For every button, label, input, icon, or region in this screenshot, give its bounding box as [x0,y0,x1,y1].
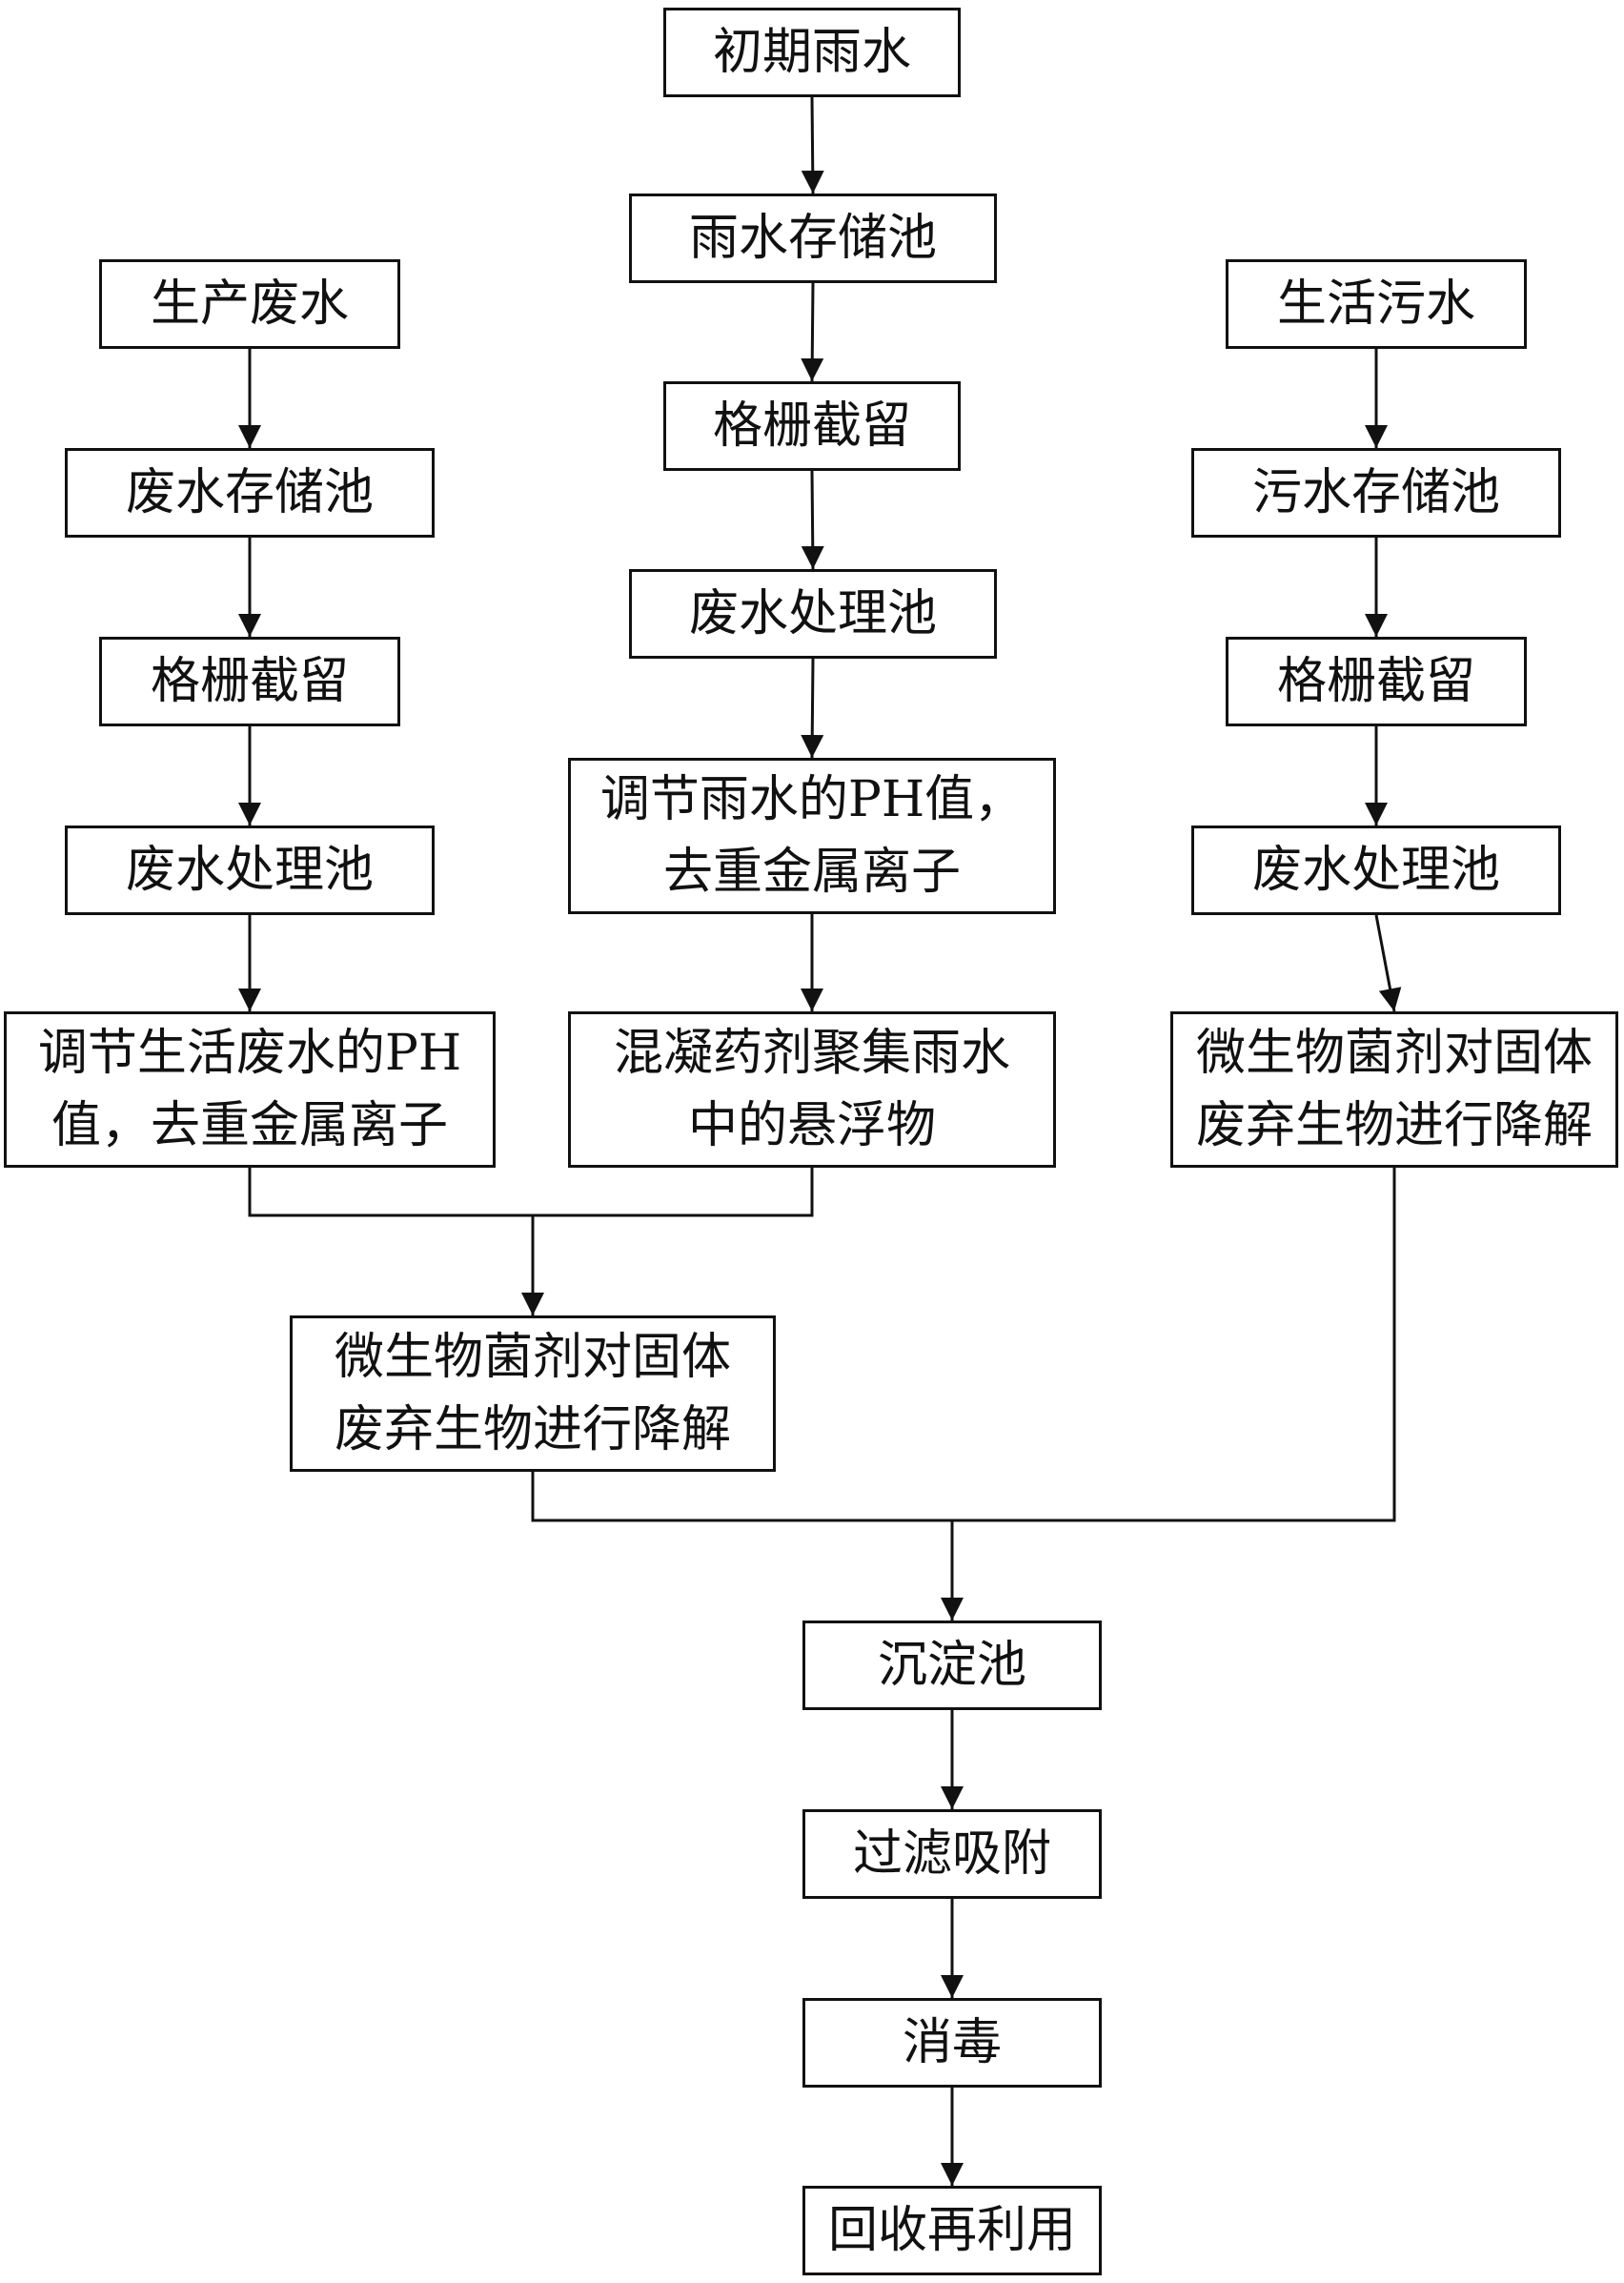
node-label-line: 生产废水 [150,275,349,333]
node-prod-ph: 调节生活废水的PH 值，去重金属离子 [4,1011,496,1168]
node-label-line: 废水处理池 [125,842,374,899]
node-prod-wastewater: 生产废水 [99,259,400,349]
node-label-line: 生活污水 [1276,275,1475,333]
node-dom-sewage: 生活污水 [1226,259,1527,349]
edge-mid_microbe-to-sedimentation [531,1472,952,1522]
node-recycle: 回收再利用 [802,2186,1102,2275]
node-label-line: 中的悬浮物 [687,1097,936,1154]
node-label-line: 雨水存储池 [688,210,937,267]
node-label-line: 废弃生物进行降解 [1195,1097,1593,1154]
edge-rain_storage-to-rain_grille [801,282,824,382]
node-label-line: 废水处理池 [1251,842,1500,899]
node-disinfection: 消毒 [802,1998,1102,2088]
node-rain-grille: 格栅截留 [663,381,961,471]
edge-rain_coagulant-to-mid_microbe [533,1168,814,1217]
edge-dom_microbe-to-sedimentation [952,1168,1396,1522]
node-label-line: 微生物菌剂对固体 [334,1329,731,1386]
node-rain-ph: 调节雨水的PH值， 去重金属离子 [568,758,1056,914]
node-filtration: 过滤吸附 [802,1809,1102,1899]
node-label-line: 格栅截留 [150,653,349,710]
node-mid-microbe: 微生物菌剂对固体废弃生物进行降解 [290,1315,776,1472]
node-label-line: 调节雨水的PH值， [599,771,1025,828]
edge-rain_treatment-to-rain_ph [801,658,824,759]
node-label-line: 废水处理池 [688,585,937,642]
node-dom-storage: 污水存储池 [1191,448,1561,538]
node-dom-microbe: 微生物菌剂对固体废弃生物进行降解 [1170,1011,1618,1168]
node-dom-grille: 格栅截留 [1226,637,1527,726]
node-label-line: 去重金属离子 [662,844,961,901]
edge-rain_grille-to-rain_treatment [801,470,824,570]
node-prod-treatment: 废水处理池 [65,826,435,915]
node-label-line: 格栅截留 [712,397,911,455]
edge-dom_treatment-to-dom_microbe [1374,914,1402,1012]
node-label-line: 混凝药剂聚集雨水 [613,1025,1010,1082]
node-label-line: 格栅截留 [1276,653,1475,710]
node-rain-treatment: 废水处理池 [629,569,997,659]
node-rain-coagulant: 混凝药剂聚集雨水中的悬浮物 [568,1011,1056,1168]
node-label-line: 调节生活废水的PH [37,1025,462,1082]
node-label-line: 微生物菌剂对固体 [1195,1025,1593,1082]
node-label-line: 废弃生物进行降解 [334,1401,731,1458]
node-rain-initial: 初期雨水 [663,8,961,97]
node-label-line: 污水存储池 [1251,464,1500,521]
node-label-line: 沉淀池 [877,1637,1026,1694]
node-prod-grille: 格栅截留 [99,637,400,726]
node-label-line: 消毒 [902,2014,1002,2071]
node-prod-storage: 废水存储池 [65,448,435,538]
node-label-line: 初期雨水 [712,24,911,81]
node-dom-treatment: 废水处理池 [1191,826,1561,915]
node-rain-storage: 雨水存储池 [629,194,997,283]
node-label-line: 过滤吸附 [852,1825,1051,1883]
node-label-line: 废水存储池 [125,464,374,521]
node-label-line: 值，去重金属离子 [51,1097,448,1154]
edge-prod_ph-to-mid_microbe [248,1168,533,1217]
edge-rain_initial-to-rain_storage [801,96,824,194]
node-label-line: 回收再利用 [827,2202,1076,2259]
node-sedimentation: 沉淀池 [802,1621,1102,1710]
